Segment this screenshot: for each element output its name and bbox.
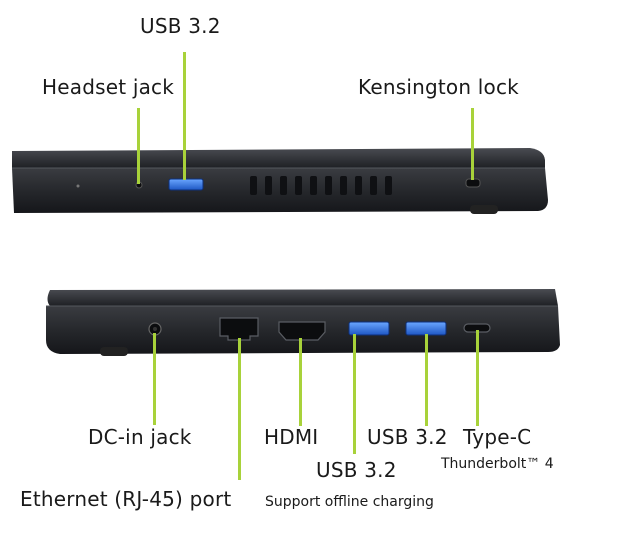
leader-dcin [153,333,156,425]
ethernet-port [219,317,259,341]
leader-hdmi [299,338,302,426]
usb-port-mid [348,321,390,336]
label-usb-mid-sub: Support offline charging [265,494,434,510]
leader-usb-mid [353,334,356,454]
label-usb-mid: USB 3.2 [316,458,397,482]
laptop-lid [47,289,558,306]
laptop-foot [470,205,498,214]
label-usb-top: USB 3.2 [140,14,221,38]
label-headset-jack: Headset jack [42,75,175,99]
indicator-led [76,184,80,188]
label-type-c: Type-C [463,425,532,449]
usb-port-top [168,178,204,191]
laptop-foot [100,347,128,356]
vent-grille [250,176,392,195]
label-dc-in-jack: DC-in jack [88,425,192,449]
leader-typec [476,330,479,426]
laptop-right-side [12,148,548,214]
kensington-slot [465,178,481,188]
label-type-c-sub: Thunderbolt™ 4 [441,456,554,472]
leader-kensington [471,108,474,180]
laptop-left-side [46,289,560,356]
hdmi-port [278,321,326,341]
label-ethernet-port: Ethernet (RJ-45) port [20,487,232,511]
leader-usb-right [425,334,428,426]
leader-ethernet [238,338,241,480]
label-hdmi: HDMI [264,425,319,449]
leader-headset [137,108,140,184]
label-usb-right: USB 3.2 [367,425,448,449]
laptop-lid [12,148,545,168]
label-kensington-lock: Kensington lock [358,75,519,99]
leader-usb-top [183,52,186,180]
